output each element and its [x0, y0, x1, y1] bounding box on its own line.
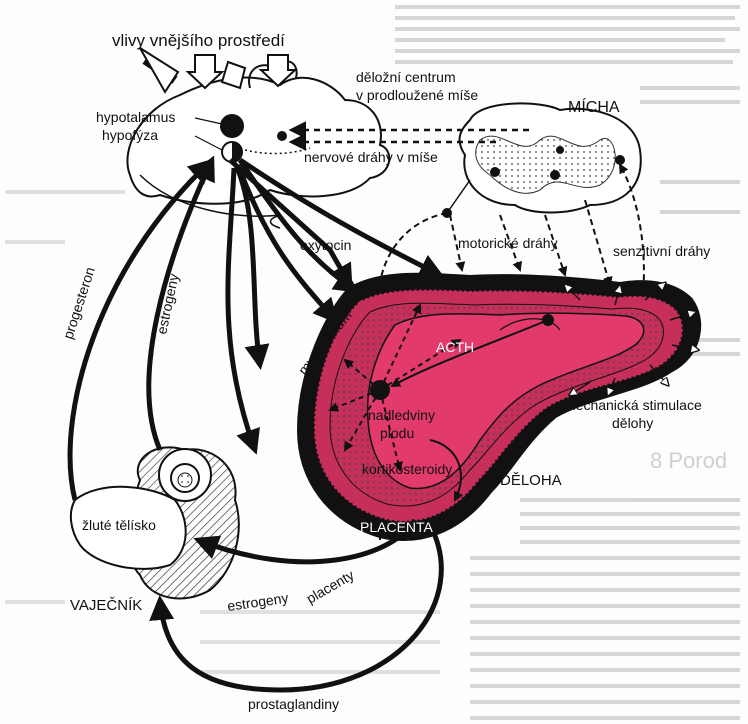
label-hypothalamus: hypotalamus — [96, 109, 175, 125]
label-uterine-center: děložní centrum — [356, 69, 456, 85]
label-ovary: VAJEČNÍK — [70, 597, 142, 614]
label-oxytocin: oxytocin — [300, 237, 351, 253]
label-nerve-tracts: nervové dráhy v míše — [304, 149, 438, 165]
label-prostaglandins: prostaglandiny — [248, 696, 339, 712]
label-mechanical-1: mechanická stimulace — [564, 397, 702, 413]
spinal-cord — [442, 103, 641, 218]
label-corpus-luteum: žluté tělísko — [82, 517, 156, 533]
label-uterus: DĚLOHA — [500, 472, 562, 489]
label-adrenal-2: plodu — [380, 425, 414, 441]
label-placenta: PLACENTA — [360, 519, 434, 535]
label-progesterone: progesteron — [60, 265, 98, 341]
label-pituitary: hypofýza — [102, 127, 158, 143]
uterine-center-node — [277, 131, 287, 141]
hypothalamus-node — [220, 114, 244, 138]
label-motor-tracts: motorické dráhy — [458, 235, 558, 251]
label-environment: vlivy vnějšího prostředí — [112, 31, 285, 50]
label-placental-estrogens-2: placenty — [304, 567, 357, 607]
page-heading: 8 Porod — [650, 448, 727, 473]
label-acth: ACTH — [436, 339, 474, 355]
label-sensory-tracts: senzitivní dráhy — [613, 243, 710, 259]
label-uterine-center-2: v prodloužené míše — [356, 87, 478, 103]
label-spinal-cord: MÍCHA — [568, 97, 620, 116]
label-corticosteroids: kortikosteroidy — [362, 461, 452, 477]
label-mechanical-2: dělohy — [612, 415, 653, 431]
label-adrenal-1: nadledviny — [368, 407, 435, 423]
